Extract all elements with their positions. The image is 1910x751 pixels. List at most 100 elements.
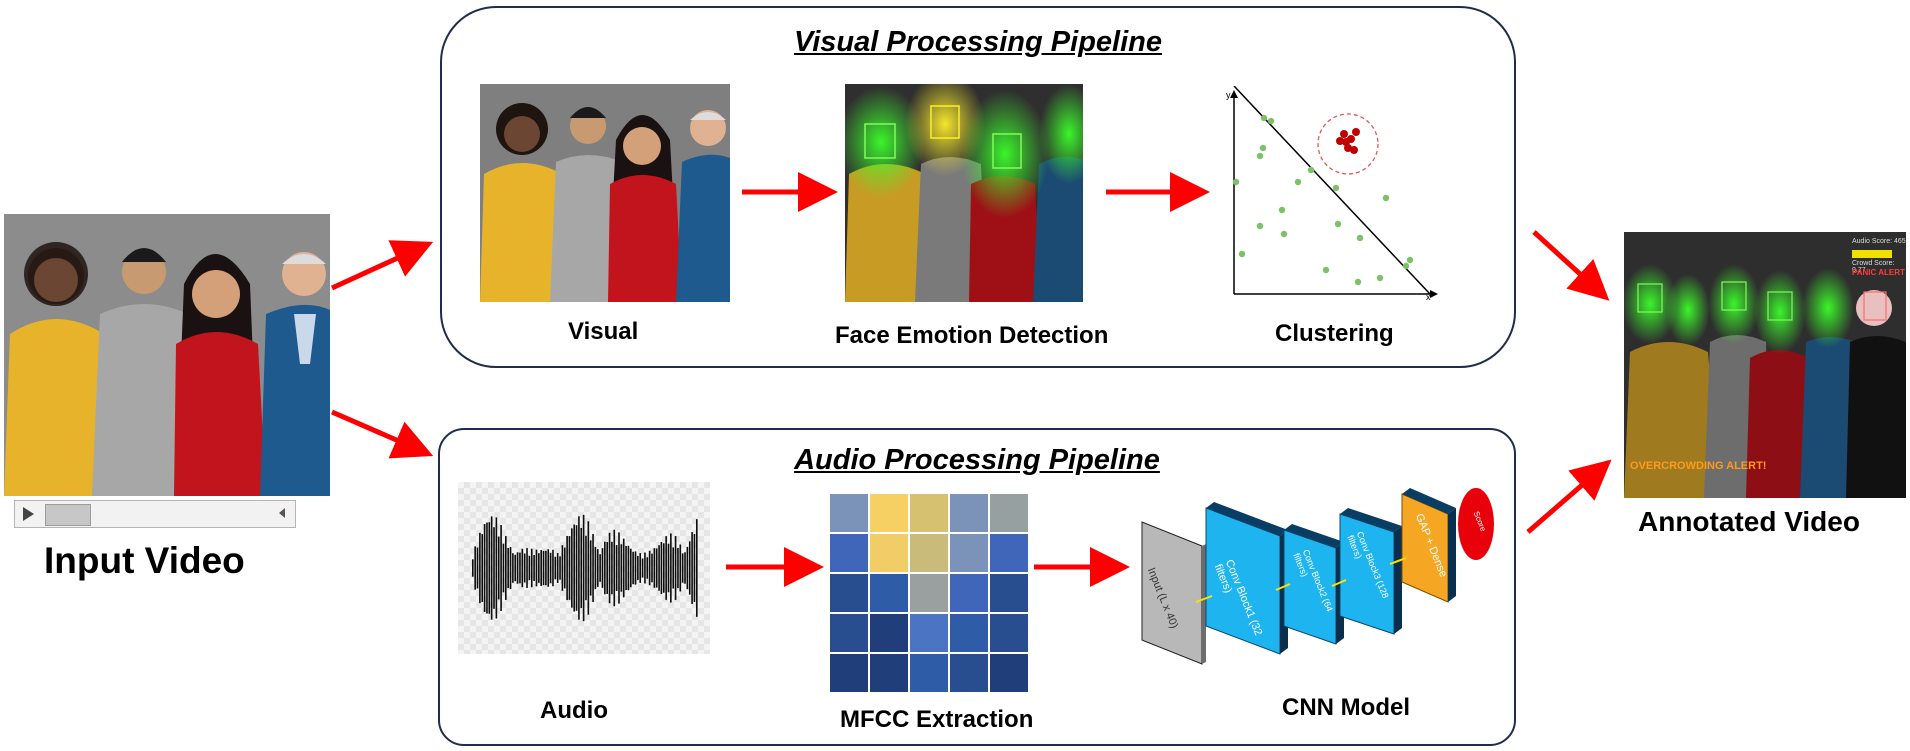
- waveform-bar: [655, 548, 658, 588]
- waveform-bar: [670, 533, 672, 603]
- waveform-bar: [646, 557, 649, 579]
- waveform-bar: [481, 534, 484, 602]
- waveform-bar: [474, 546, 476, 590]
- mfcc-cell: [950, 614, 988, 652]
- cnn-model-diagram: [1141, 488, 1494, 665]
- waveform-bar: [512, 553, 514, 583]
- waveform-bar: [674, 536, 677, 600]
- waveform-bar: [538, 553, 540, 583]
- mfcc-cell: [870, 534, 908, 572]
- waveform-bar: [514, 554, 517, 582]
- visual-label: Visual: [568, 318, 639, 345]
- mfcc-cell: [830, 654, 868, 692]
- mfcc-cell: [950, 494, 988, 532]
- waveform-bar: [559, 556, 561, 580]
- mfcc-cell: [870, 494, 908, 532]
- mfcc-cell: [870, 654, 908, 692]
- overcrowding-alert: OVERCROWDING ALERT!: [1630, 460, 1767, 472]
- waveform-bar: [662, 543, 665, 593]
- video-player-controls: [14, 500, 296, 528]
- waveform-icon: [472, 514, 698, 622]
- waveform-bar: [479, 532, 481, 604]
- waveform-bar: [599, 554, 601, 582]
- hud-panic-alert: PANIC ALERT: [1852, 268, 1905, 277]
- waveform-bar: [500, 524, 502, 612]
- waveform-bar: [563, 547, 566, 589]
- waveform-bar: [505, 536, 507, 600]
- mfcc-cell: [870, 614, 908, 652]
- clustering-label: Clustering: [1275, 320, 1394, 347]
- waveform-bar: [681, 553, 684, 583]
- waveform-bar: [618, 532, 620, 604]
- waveform-bar: [561, 545, 564, 591]
- waveform-bar: [672, 547, 675, 589]
- waveform-bar: [573, 524, 575, 612]
- waveform-bar: [566, 535, 568, 601]
- scroll-left-icon[interactable]: [279, 508, 285, 518]
- waveform-bar: [578, 516, 580, 620]
- waveform-bar: [521, 548, 524, 588]
- waveform-bar: [571, 528, 573, 608]
- mfcc-cell: [830, 534, 868, 572]
- waveform-bar: [684, 552, 686, 584]
- waveform-bar: [644, 552, 646, 584]
- audio-pipeline-title: Audio Processing Pipeline: [794, 444, 1160, 476]
- annotated-video-label: Annotated Video: [1638, 506, 1860, 537]
- waveform-bar: [629, 548, 632, 588]
- mfcc-cell: [990, 614, 1028, 652]
- arrow-audio-to-output: [1526, 459, 1612, 534]
- waveform-bar: [533, 554, 535, 582]
- mfcc-cell: [830, 614, 868, 652]
- waveform-bar: [587, 521, 590, 615]
- waveform-bar: [613, 529, 616, 607]
- waveform-bar: [502, 543, 505, 593]
- waveform-bar: [530, 548, 533, 588]
- play-icon[interactable]: [23, 507, 34, 521]
- waveform-bar: [594, 546, 597, 590]
- waveform-bar: [575, 525, 578, 611]
- waveform-bar: [634, 551, 637, 585]
- progress-slider[interactable]: [45, 504, 91, 526]
- score-node: [1458, 488, 1494, 560]
- waveform-bar: [665, 536, 667, 600]
- arrow-visual-to-output: [1532, 230, 1610, 301]
- waveform-bar: [601, 548, 604, 588]
- waveform-bar: [677, 547, 679, 589]
- waveform-bar: [568, 536, 571, 600]
- waveform-bar: [472, 559, 474, 577]
- waveform-bar: [620, 544, 623, 592]
- cnn-label: CNN Model: [1282, 694, 1410, 721]
- hud-audio-score: Audio Score: 465: [1852, 238, 1906, 245]
- arrow-input-to-visual: [330, 240, 434, 291]
- mfcc-cell: [950, 654, 988, 692]
- face-emotion-frame: [845, 84, 1083, 302]
- mfcc-cell: [950, 574, 988, 612]
- normal-points: [1232, 114, 1414, 286]
- outlier-cluster: [1336, 128, 1360, 154]
- waveform-bar: [519, 552, 521, 584]
- waveform-bar: [490, 516, 493, 620]
- hud-crowd-score: Crowd Score: 0.77: [1852, 260, 1895, 274]
- waveform-bar: [667, 543, 670, 593]
- waveform-bar: [476, 547, 479, 589]
- waveform-bar: [552, 549, 554, 587]
- clustering-plot: x y: [1226, 86, 1438, 302]
- waveform-bar: [545, 550, 547, 586]
- waveform-bar: [547, 549, 550, 587]
- mfcc-cell: [950, 534, 988, 572]
- mfcc-cell: [870, 574, 908, 612]
- face-emotion-label: Face Emotion Detection: [835, 322, 1109, 349]
- mfcc-cell: [830, 574, 868, 612]
- waveform-bar: [523, 553, 526, 583]
- waveform-bar: [535, 549, 538, 587]
- waveform-bar: [627, 545, 630, 591]
- mfcc-cell: [990, 494, 1028, 532]
- waveform-bar: [509, 547, 512, 589]
- mfcc-cell: [990, 574, 1028, 612]
- arrow-input-to-audio: [331, 409, 434, 459]
- mfcc-cell: [990, 654, 1028, 692]
- waveform-bar: [493, 527, 495, 609]
- waveform-bar: [651, 553, 653, 583]
- waveform-bar: [549, 552, 552, 584]
- waveform-bar: [686, 546, 689, 590]
